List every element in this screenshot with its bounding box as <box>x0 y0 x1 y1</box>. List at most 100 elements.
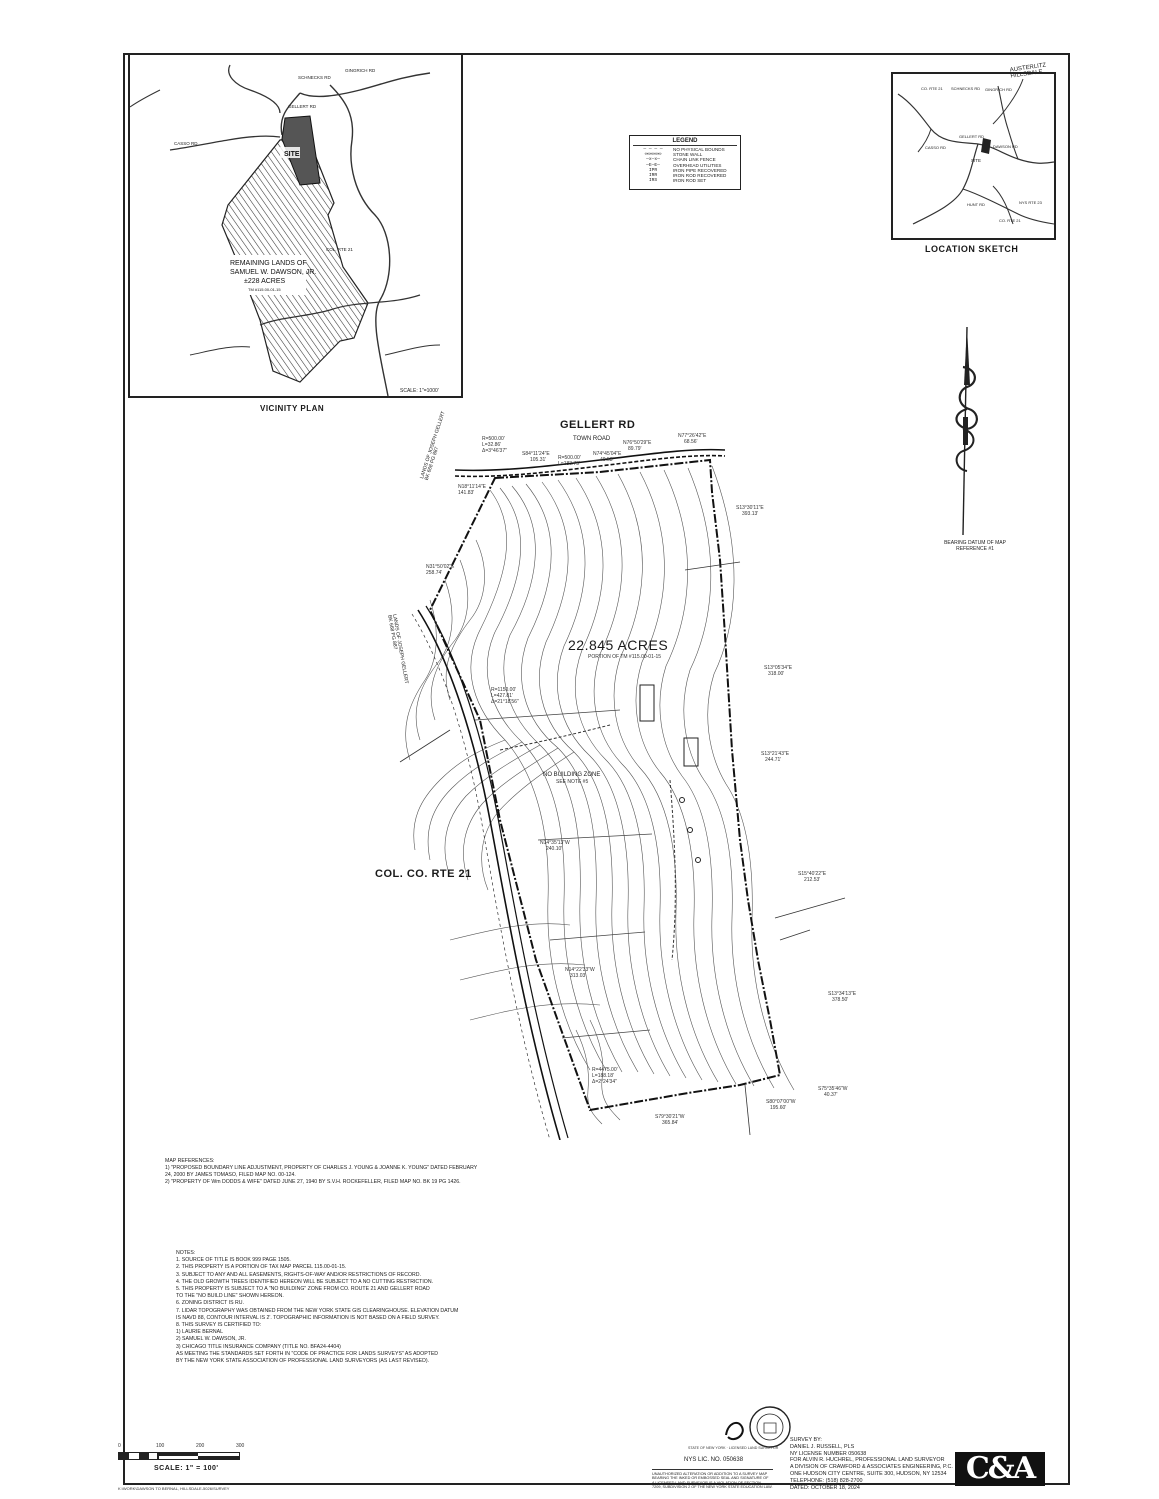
svg-text:REMAINING LANDS OF: REMAINING LANDS OF <box>230 260 307 267</box>
course-label: Δ=3°46'37" <box>482 448 507 454</box>
course-label: 40.37' <box>824 1092 838 1098</box>
course-label: 318.00' <box>768 671 785 677</box>
license-number: NYS LIC. NO. 050638 <box>684 1457 744 1463</box>
course-label: N31°50'02"E <box>426 564 455 570</box>
svg-text:GELLERT RD: GELLERT RD <box>288 104 317 109</box>
svg-text:DAWSON RD: DAWSON RD <box>993 144 1018 149</box>
seal-disclaimer: UNAUTHORIZED ALTERATION OR ADDITION TO A… <box>652 1469 773 1490</box>
sheet-border <box>123 53 1070 1485</box>
course-label: 393.13' <box>742 511 759 517</box>
town-road-label: TOWN ROAD <box>573 436 611 442</box>
course-label: R=500.00' <box>558 455 581 461</box>
location-sketch-map: CO. RTE 21 SCHNECKS RD GINGRICH RD GELLE… <box>897 78 1054 225</box>
svg-text:CO. RTE 21: CO. RTE 21 <box>999 218 1021 223</box>
course-label: 40.53' <box>600 457 614 463</box>
route-21-label: COL. CO. RTE 21 <box>375 868 472 880</box>
gellert-road <box>454 448 726 472</box>
course-label: Δ=2°24'34" <box>592 1079 617 1085</box>
map-references: MAP REFERENCES: 1) "PROPOSED BOUNDARY LI… <box>165 1158 478 1185</box>
course-label: R=4475.00' <box>592 1067 618 1073</box>
vicinity-plan-box <box>128 53 463 398</box>
course-label: 240.10' <box>546 846 563 852</box>
tax-parcel-label: PORTION OF TM #115.00-01-15 <box>588 654 662 660</box>
course-label: 195.60' <box>770 1105 787 1111</box>
course-label: L=188.18' <box>592 1073 614 1079</box>
course-label: R=1150.00' <box>491 687 517 693</box>
course-label: 105.31' <box>530 457 547 463</box>
course-label: 212.53' <box>804 877 821 883</box>
location-sketch-box <box>891 72 1056 240</box>
file-path: K:\WORK\DAWSON TO BERNAL, HILLSDALE-5026… <box>118 1486 230 1491</box>
scale-label: SCALE: 1" = 100' <box>154 1465 219 1472</box>
site-parcel <box>281 115 321 186</box>
course-label: N77°26'42"E <box>678 433 707 439</box>
county-route-21 <box>417 609 561 1140</box>
bearing-datum-label: BEARING DATUM OF MAP REFERENCE #1 <box>944 540 1006 552</box>
course-label: L=32.86' <box>482 442 502 448</box>
no-building-zone-label: NO BUILDING ZONE <box>543 772 601 778</box>
gellert-road-label: GELLERT RD <box>560 419 636 431</box>
course-label: S15°40'22"E <box>798 871 827 877</box>
legend-title: LEGEND <box>633 138 737 146</box>
svg-text:SITE: SITE <box>971 158 981 163</box>
svg-text:CO. RTE 21: CO. RTE 21 <box>921 86 943 91</box>
course-label: 378.50' <box>832 997 849 1003</box>
course-label: 89.79' <box>628 446 642 452</box>
no-building-zone-note: SEE NOTE #5 <box>556 779 589 785</box>
course-label: S13°21'43"E <box>761 751 790 757</box>
course-label: Δ=21°18'56" <box>491 699 519 705</box>
svg-text:GINGRICH RD: GINGRICH RD <box>985 87 1012 92</box>
legend-item: —x—x—CHAIN LINK FENCE <box>646 157 716 163</box>
company-logo: C&A <box>955 1452 1045 1486</box>
svg-text:COL. RTE 21: COL. RTE 21 <box>326 247 353 252</box>
vicinity-scale: SCALE: 1"=1000' <box>400 388 439 394</box>
course-label: S84°11'24"E <box>522 451 550 457</box>
svg-text:TM #115.00-01-15: TM #115.00-01-15 <box>248 287 281 292</box>
svg-text:HUNT RD: HUNT RD <box>967 202 985 207</box>
svg-text:SAMUEL W. DAWSON, JR.: SAMUEL W. DAWSON, JR. <box>230 269 316 276</box>
course-label: 244.71' <box>765 757 782 763</box>
survey-parcel-map <box>399 448 846 1140</box>
vicinity-site-label: SITE <box>284 151 300 158</box>
remaining-lands-label: REMAINING LANDS OF SAMUEL W. DAWSON, JR.… <box>228 255 316 295</box>
course-label: R=500.00' <box>482 436 505 442</box>
course-label: N14°35'13"W <box>540 840 570 846</box>
course-label: N76°50'29"E <box>623 440 652 446</box>
course-label: N74°45'04"E <box>593 451 622 457</box>
acreage-label: 22.845 ACRES <box>568 637 669 653</box>
svg-text:GINGRICH RD: GINGRICH RD <box>345 68 376 73</box>
course-label: 365.84' <box>662 1120 679 1126</box>
legend-item: —E—E—OVERHEAD UTILITIES <box>646 162 722 168</box>
seal-ring-text: STATE OF NEW YORK · LICENSED LAND SURVEY… <box>688 1446 779 1450</box>
survey-notes: NOTES: 1. SOURCE OF TITLE IS BOOK 999 PA… <box>176 1250 459 1365</box>
svg-text:NYS RTE 23: NYS RTE 23 <box>1019 200 1043 205</box>
course-label: L=427.81' <box>491 693 513 699</box>
course-label: 258.74' <box>426 570 443 576</box>
course-label: 141.83' <box>458 490 475 496</box>
vicinity-plan-title: VICINITY PLAN <box>260 404 325 413</box>
legend-box: LEGEND — — — —NO PHYSICAL BOUNDS ∞∞∞∞∞∞S… <box>629 135 741 190</box>
parcel-boundary <box>428 458 782 1112</box>
surveyor-seal-icon <box>725 1406 791 1448</box>
course-label: N14°22'33"W <box>565 967 595 973</box>
course-label: 68.56' <box>684 439 698 445</box>
location-sketch-title: LOCATION SKETCH <box>925 244 1019 254</box>
course-label: S13°30'11"E <box>736 505 764 511</box>
svg-text:SCHNECKS RD: SCHNECKS RD <box>951 86 980 91</box>
topographic-contours <box>405 465 795 1125</box>
course-label: S75°35'46"W <box>818 1086 848 1092</box>
course-label: S80°07'00"W <box>766 1099 796 1105</box>
svg-text:CASSO RD: CASSO RD <box>925 145 946 150</box>
course-label: S79°30'21"W <box>655 1114 685 1120</box>
course-label: L=183.75' <box>558 461 580 467</box>
legend-item: — — — —NO PHYSICAL BOUNDS <box>643 147 725 153</box>
course-label: 313.03' <box>570 973 587 979</box>
surveyor-block: SURVEY BY: DANIEL J. RUSSELL, PLS NY LIC… <box>790 1437 953 1491</box>
svg-text:CASSO RD: CASSO RD <box>174 141 198 146</box>
course-label: S13°34'13"E <box>828 991 857 997</box>
svg-text:±228 ACRES: ±228 ACRES <box>244 278 286 285</box>
legend-item: ∞∞∞∞∞∞STONE WALL <box>644 152 703 158</box>
